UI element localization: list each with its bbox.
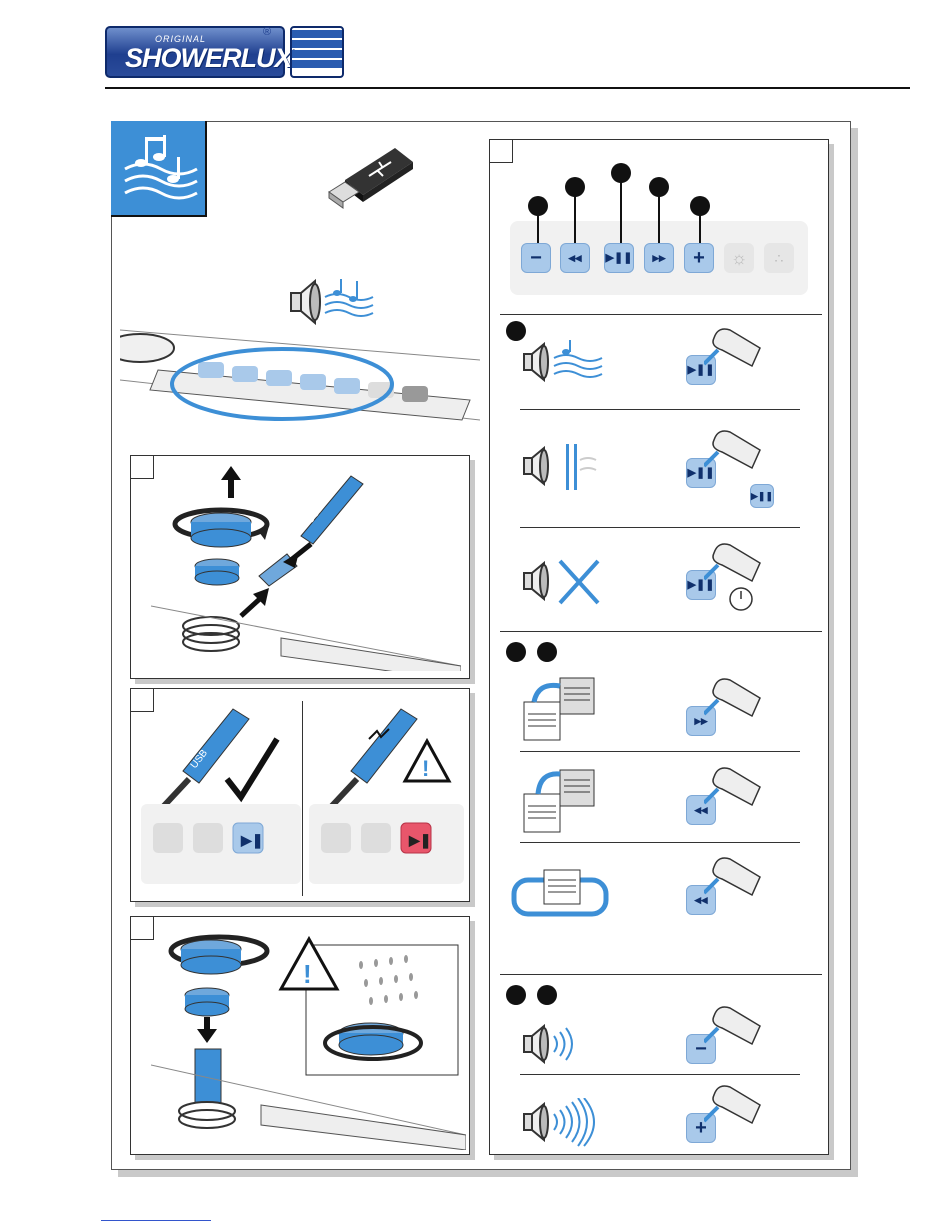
header-rule bbox=[105, 87, 910, 89]
panel-usb-status: USB ▶❚ ! ▶❚ bbox=[130, 688, 470, 902]
minus-button[interactable]: − bbox=[521, 243, 551, 273]
callout-dot bbox=[690, 196, 710, 216]
row-rule bbox=[520, 409, 800, 410]
volume-up-icon bbox=[520, 1098, 610, 1148]
volume-down-icon bbox=[520, 1020, 590, 1070]
light-icon: ☼ bbox=[724, 243, 754, 273]
next-track-icon bbox=[520, 672, 600, 744]
plus-button[interactable]: + bbox=[684, 243, 714, 273]
usb-error-illustration: ! ▶❚ bbox=[309, 699, 464, 894]
speaker-paused-icon bbox=[520, 440, 610, 495]
play-indicator-small: ▶❚❚ bbox=[750, 484, 774, 508]
finger-press-icon bbox=[704, 1077, 764, 1127]
section-rule bbox=[500, 314, 822, 315]
finger-press-icon bbox=[704, 849, 764, 899]
svg-text:▶❚: ▶❚ bbox=[408, 832, 432, 849]
usb-ok-illustration: USB ▶❚ bbox=[141, 699, 301, 894]
callout-line bbox=[574, 195, 576, 243]
rewind-button[interactable]: ◂◂ bbox=[560, 243, 590, 273]
row-rule bbox=[520, 842, 800, 843]
play-pause-button[interactable]: ▶❚❚ bbox=[604, 243, 634, 273]
logo-badge: ORIGINAL SHOWERLUX bbox=[105, 26, 285, 78]
forward-button[interactable]: ▸▸ bbox=[644, 243, 674, 273]
previous-track-icon bbox=[520, 764, 600, 836]
finger-press-icon bbox=[704, 759, 764, 809]
finger-press-icon bbox=[704, 320, 764, 370]
repeat-track-icon bbox=[510, 866, 610, 922]
close-cap-illustration: ! bbox=[151, 925, 466, 1150]
panel-corner-label bbox=[490, 140, 513, 163]
music-badge bbox=[111, 121, 207, 217]
callout-line bbox=[699, 214, 701, 244]
callout-line bbox=[620, 181, 622, 243]
timer-icon bbox=[728, 586, 754, 612]
row-rule bbox=[520, 527, 800, 528]
callout-dot bbox=[611, 163, 631, 183]
showerlux-logo: ORIGINAL SHOWERLUX ® bbox=[105, 26, 345, 80]
callout-dot bbox=[649, 177, 669, 197]
logo-brand-text: SHOWERLUX bbox=[125, 43, 292, 74]
speaker-stopped-icon bbox=[520, 555, 610, 610]
control-panel-illustration bbox=[120, 320, 480, 450]
finger-press-icon bbox=[704, 670, 764, 720]
row-rule bbox=[520, 751, 800, 752]
section-rule bbox=[500, 974, 822, 975]
logo-stripes bbox=[290, 26, 344, 78]
speaker-playing-icon bbox=[520, 338, 610, 388]
footer-link-rule bbox=[101, 1220, 211, 1221]
row-rule bbox=[520, 1074, 800, 1075]
callout-dot bbox=[537, 642, 557, 662]
steam-icon: ∴ bbox=[764, 243, 794, 273]
callout-dot bbox=[528, 196, 548, 216]
callout-dot bbox=[565, 177, 585, 197]
logo-registered-mark: ® bbox=[263, 26, 271, 38]
panel-close-cap: ! bbox=[130, 916, 470, 1155]
usb-stick-icon bbox=[325, 140, 415, 215]
music-notes-icon bbox=[111, 121, 205, 215]
callout-line bbox=[537, 214, 539, 244]
callout-dot bbox=[506, 642, 526, 662]
section-rule bbox=[500, 631, 822, 632]
insert-usb-illustration: USB bbox=[151, 466, 461, 671]
svg-text:!: ! bbox=[303, 959, 312, 989]
svg-text:!: ! bbox=[422, 756, 429, 781]
finger-press-icon bbox=[704, 422, 764, 472]
callout-line bbox=[658, 195, 660, 243]
finger-press-icon bbox=[704, 998, 764, 1048]
panel-divider bbox=[302, 701, 303, 896]
callout-dot bbox=[506, 985, 526, 1005]
finger-press-icon bbox=[704, 535, 764, 585]
svg-text:▶❚: ▶❚ bbox=[240, 832, 264, 849]
callout-dot bbox=[537, 985, 557, 1005]
panel-insert-usb: USB bbox=[130, 455, 470, 679]
